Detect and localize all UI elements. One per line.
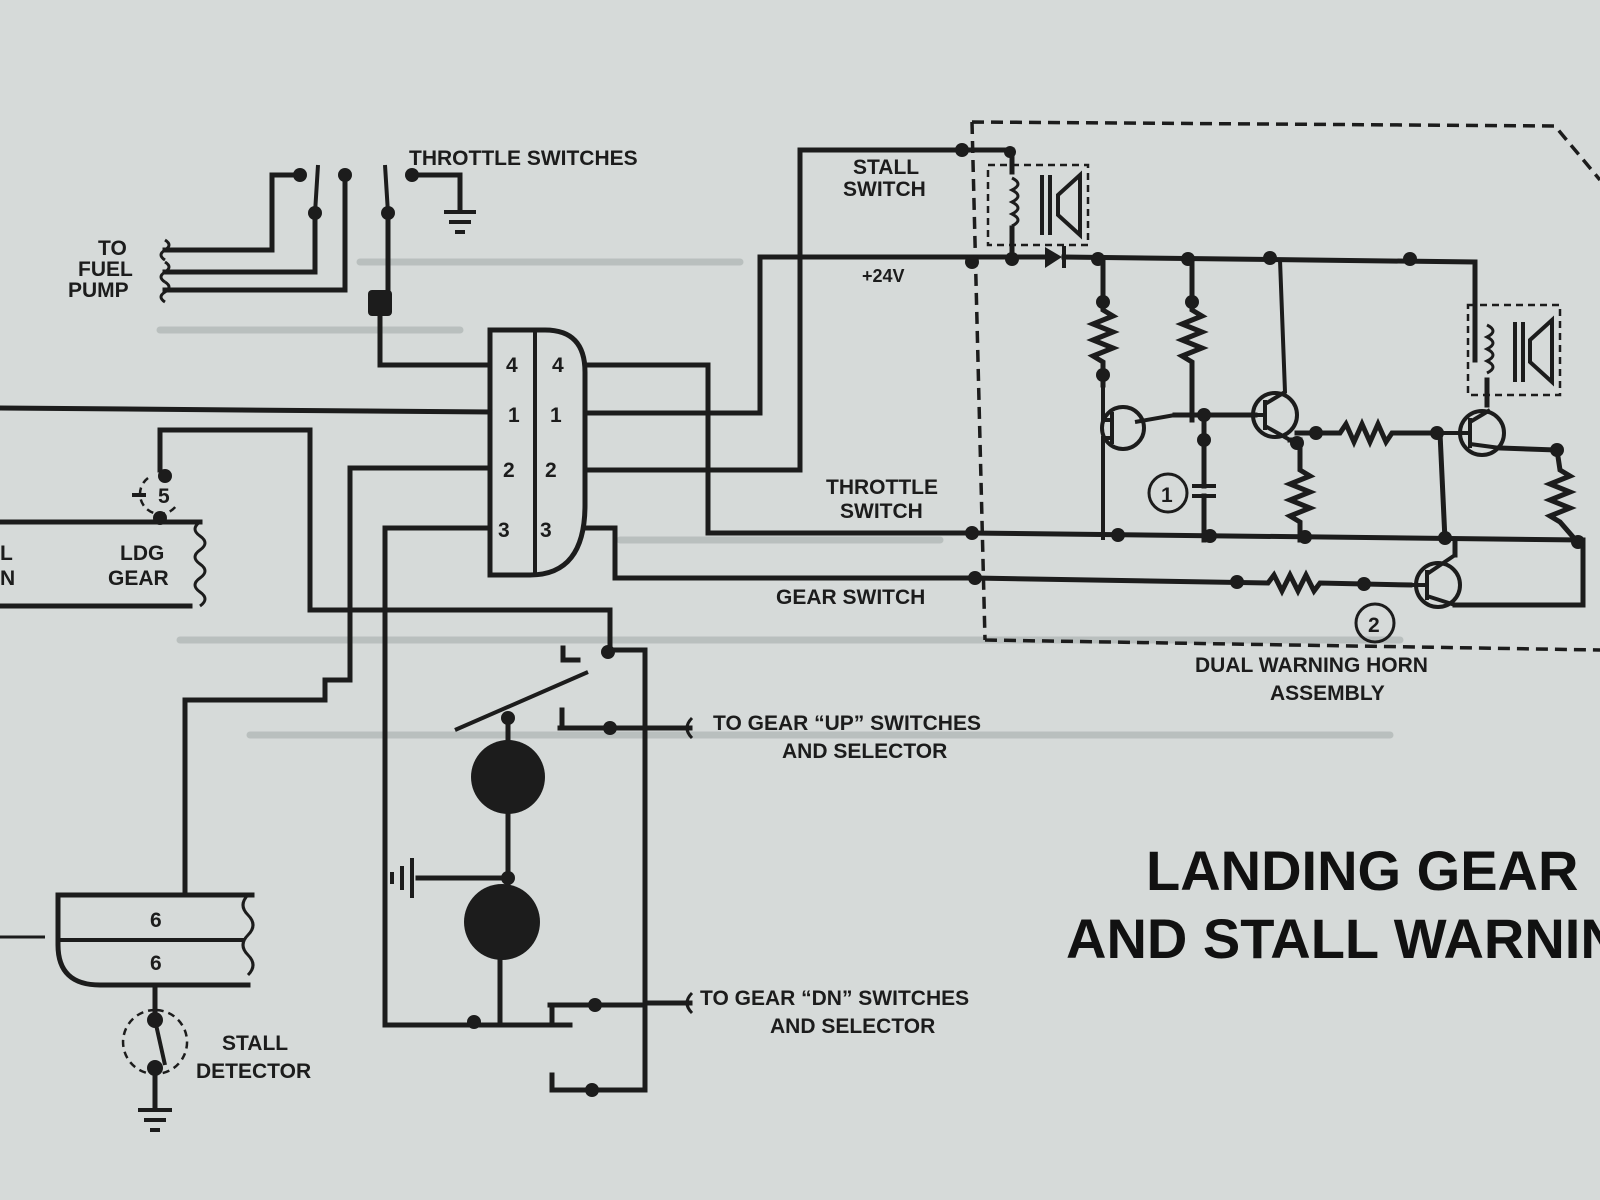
label-stall-switch-1: STALL xyxy=(853,156,919,179)
wire-stall-switch xyxy=(582,147,968,473)
label-24v: +24V xyxy=(862,266,905,286)
label-ldg-gear-2: GEAR xyxy=(108,567,169,590)
label-fuel-pump-pump: PUMP xyxy=(68,279,129,302)
label-fuel-pump-to: TO xyxy=(98,237,127,260)
label-throttle-switches: THROTTLE SWITCHES xyxy=(409,147,638,170)
wire-gear-switch xyxy=(582,525,978,581)
wire-ldg-gear xyxy=(157,427,613,653)
label-gear-up-2: AND SELECTOR xyxy=(782,740,947,763)
label-horn-assembly-2: ASSEMBLY xyxy=(1270,682,1385,705)
horn-assembly xyxy=(962,120,1600,652)
label-stall-switch-2: SWITCH xyxy=(843,178,926,201)
connector-5-label: 5 xyxy=(158,485,170,508)
pin-right-4: 4 xyxy=(552,354,564,377)
label-gear-dn-1: TO GEAR “DN” SWITCHES xyxy=(700,987,969,1010)
label-left-fragment-1: L xyxy=(0,542,13,565)
svg-text:2: 2 xyxy=(1368,614,1380,637)
wire-pin2-stall xyxy=(182,465,493,893)
label-horn-assembly-1: DUAL WARNING HORN xyxy=(1195,654,1428,677)
callout-2: 2 xyxy=(1354,602,1396,644)
label-left-fragment-2: N xyxy=(0,567,15,590)
label-gear-dn-2: AND SELECTOR xyxy=(770,1015,935,1038)
pin-right-3: 3 xyxy=(540,519,552,542)
pin-left-1: 1 xyxy=(508,404,520,427)
wire-24v xyxy=(582,254,988,416)
title-line-2: AND STALL WARNIN xyxy=(1066,907,1600,970)
throttle-switches-group xyxy=(159,164,493,368)
svg-text:1: 1 xyxy=(1161,484,1173,507)
pin-right-1: 1 xyxy=(550,404,562,427)
connector-6-bottom: 6 xyxy=(150,952,162,975)
label-stall-detector-1: STALL xyxy=(222,1032,288,1055)
label-throttle-switch-1: THROTTLE xyxy=(826,476,938,499)
main-connector xyxy=(487,327,588,578)
label-throttle-switch-2: SWITCH xyxy=(840,500,923,523)
label-gear-switch: GEAR SWITCH xyxy=(776,586,925,609)
title-line-1: LANDING GEAR xyxy=(1146,839,1578,902)
connector-6-group xyxy=(0,892,255,1132)
wire-throttle-switch xyxy=(582,362,973,536)
connector-6-top: 6 xyxy=(150,909,162,932)
label-fuel-pump-fuel: FUEL xyxy=(78,258,133,281)
pin-left-3: 3 xyxy=(498,519,510,542)
pin-right-2: 2 xyxy=(545,459,557,482)
label-stall-detector-2: DETECTOR xyxy=(196,1060,311,1083)
connector-5-group xyxy=(0,427,207,609)
pin-left-4: 4 xyxy=(506,354,518,377)
gear-relay-group xyxy=(390,645,694,1097)
label-gear-up-1: TO GEAR “UP” SWITCHES xyxy=(713,712,981,735)
label-ldg-gear-1: LDG xyxy=(120,542,164,565)
pin-left-2: 2 xyxy=(503,459,515,482)
callout-1: 1 xyxy=(1147,472,1189,514)
wire-pin1-left xyxy=(0,405,493,415)
